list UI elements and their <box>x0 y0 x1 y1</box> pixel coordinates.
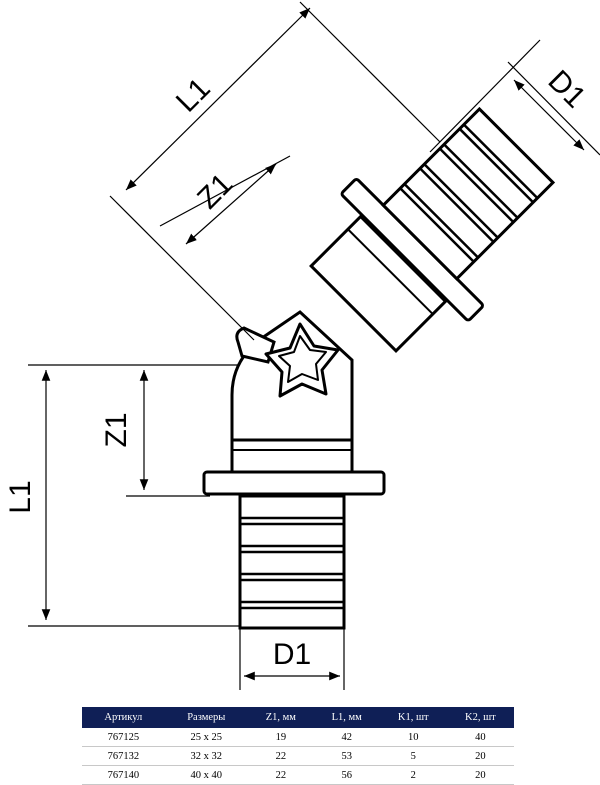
cell-k1: 5 <box>410 750 416 762</box>
header-z1: Z1, мм <box>247 707 314 728</box>
cell-article: 767140 <box>107 769 140 781</box>
specification-table: Артикул Размеры Z1, мм L1, мм K1, шт K2,… <box>82 707 514 785</box>
cell-l1: 42 <box>341 731 352 743</box>
angled-l1-label: L1 <box>170 72 217 119</box>
header-k2: K2, шт <box>446 707 514 728</box>
table-row: 767132 32 x 32 22 53 5 20 <box>82 747 514 766</box>
cell-z1: 22 <box>275 769 287 781</box>
dimension-lines <box>28 1 600 690</box>
table-row: 767125 25 x 25 19 42 10 40 <box>82 728 514 747</box>
cell-size: 40 x 40 <box>190 769 223 781</box>
upper-pipe-branch <box>309 106 556 353</box>
header-size: Размеры <box>164 707 248 728</box>
vertical-z1-label: Z1 <box>100 412 133 447</box>
cell-k2: 40 <box>475 731 486 743</box>
angled-d1-label: D1 <box>541 64 591 114</box>
cell-k2: 20 <box>475 750 486 762</box>
table-row: 767140 40 x 40 22 56 2 20 <box>82 766 514 785</box>
cell-article: 767125 <box>107 731 140 743</box>
header-l1: L1, мм <box>313 707 380 728</box>
cell-l1: 56 <box>341 769 352 781</box>
star-handle <box>235 322 340 398</box>
cell-article: 767132 <box>107 750 140 762</box>
cell-z1: 22 <box>275 750 287 762</box>
cell-l1: 53 <box>341 750 352 762</box>
cell-z1: 19 <box>275 731 287 743</box>
fitting-technical-drawing: L1 Z1 D1 L1 Z1 D1 <box>4 1 600 690</box>
table-header-row: Артикул Размеры Z1, мм L1, мм K1, шт K2,… <box>82 707 514 728</box>
bottom-d1-label: D1 <box>273 638 311 671</box>
header-article: Артикул <box>82 707 165 728</box>
cell-size: 25 x 25 <box>190 731 223 743</box>
cell-size: 32 x 32 <box>190 750 223 762</box>
vertical-l1-label: L1 <box>4 480 37 513</box>
cell-k2: 20 <box>475 769 486 781</box>
cell-k1: 2 <box>410 769 416 781</box>
cell-k1: 10 <box>407 731 419 743</box>
angled-z1-label: Z1 <box>191 167 239 215</box>
header-k1: K1, шт <box>379 707 447 728</box>
